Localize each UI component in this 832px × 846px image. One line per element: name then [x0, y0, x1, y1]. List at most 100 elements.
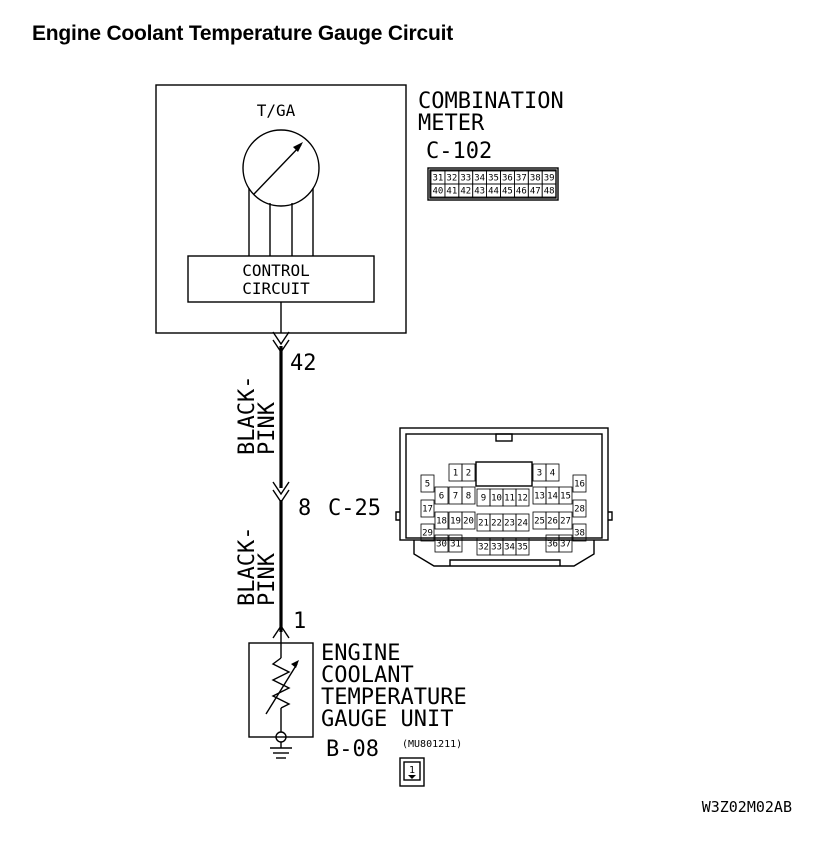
svg-text:32: 32	[478, 543, 489, 553]
c25-pin-22: 22	[489, 513, 504, 532]
sensor-part-number: (MU801211)	[402, 739, 462, 750]
figure-code: W3Z02M02AB	[702, 798, 792, 816]
svg-text:34: 34	[474, 174, 485, 184]
svg-text:23: 23	[504, 519, 515, 529]
c25-pin-19: 19	[448, 511, 463, 530]
c25-pin-38: 38	[572, 523, 587, 542]
c25-pin-8: 8	[461, 486, 476, 505]
svg-text:43: 43	[474, 187, 485, 197]
svg-text:5: 5	[425, 480, 430, 490]
c102-pin-33: 33	[458, 170, 474, 185]
meter-connector-code: C-102	[426, 139, 492, 164]
c102-pin-31: 31	[430, 170, 446, 185]
c102-pin-46: 46	[514, 183, 529, 198]
svg-text:19: 19	[450, 517, 461, 527]
svg-text:40: 40	[433, 187, 444, 197]
temperature-gauge-icon	[242, 129, 320, 207]
svg-text:31: 31	[450, 540, 461, 550]
svg-text:28: 28	[574, 505, 585, 515]
c25-pin-35: 35	[515, 537, 530, 556]
sensor-connector-code: B-08	[326, 737, 379, 762]
c102-pin-48: 48	[541, 183, 557, 198]
control-circuit-label-1: CONTROL	[242, 261, 309, 280]
svg-text:46: 46	[516, 187, 527, 197]
svg-text:3: 3	[537, 469, 542, 479]
coolant-temperature-gauge-unit	[248, 632, 314, 759]
lock-tab-icon	[408, 775, 416, 779]
svg-text:27: 27	[560, 517, 571, 527]
c102-pin-35: 35	[486, 170, 501, 185]
c102-pin-41: 41	[444, 183, 460, 198]
svg-text:37: 37	[560, 540, 571, 550]
svg-text:42: 42	[460, 187, 471, 197]
svg-text:48: 48	[544, 187, 555, 197]
svg-text:47: 47	[530, 187, 541, 197]
svg-text:26: 26	[547, 517, 558, 527]
svg-text:9: 9	[481, 494, 486, 504]
svg-text:18: 18	[436, 517, 447, 527]
c102-pin-43: 43	[472, 183, 488, 198]
svg-text:39: 39	[544, 174, 555, 184]
c102-pin-38: 38	[527, 170, 543, 185]
c25-pin-25: 25	[532, 511, 547, 530]
svg-text:36: 36	[547, 540, 558, 550]
c25-pin-23: 23	[502, 513, 517, 532]
c102-pin-37: 37	[514, 170, 529, 185]
c102-pin-39: 39	[541, 170, 557, 185]
svg-text:1: 1	[453, 469, 458, 479]
lower-wire-color-1: BLACK-	[235, 527, 260, 606]
c25-pin-29: 29	[420, 523, 435, 542]
c25-pin-5: 5	[420, 474, 435, 493]
svg-text:32: 32	[446, 174, 457, 184]
svg-text:2: 2	[466, 469, 471, 479]
c25-pin-31: 31	[448, 534, 463, 553]
c25-pin-16: 16	[572, 474, 587, 493]
c102-pin-44: 44	[486, 183, 501, 198]
c25-pin-20: 20	[461, 511, 476, 530]
svg-text:33: 33	[491, 543, 502, 553]
meter-name-line1: COMBINATION	[418, 89, 564, 114]
svg-text:20: 20	[463, 517, 474, 527]
c25-pin-12: 12	[515, 488, 530, 507]
pin-42-label: 42	[290, 351, 317, 376]
svg-text:4: 4	[550, 469, 555, 479]
sensor-name-line4: GAUGE UNIT	[321, 707, 453, 732]
upper-wire-color-1: BLACK-	[235, 376, 260, 455]
c102-pin-45: 45	[500, 183, 515, 198]
svg-text:14: 14	[547, 492, 558, 502]
svg-text:36: 36	[502, 174, 513, 184]
svg-text:16: 16	[574, 480, 585, 490]
svg-text:17: 17	[422, 505, 433, 515]
c25-pin-4: 4	[545, 463, 560, 482]
pin-8-label: 8	[298, 496, 311, 521]
c102-pin-32: 32	[444, 170, 460, 185]
c102-pin-36: 36	[500, 170, 515, 185]
svg-text:38: 38	[530, 174, 541, 184]
c25-pin-10: 10	[489, 488, 504, 507]
c25-pin-3: 3	[532, 463, 547, 482]
c25-pin-13: 13	[532, 486, 547, 505]
svg-text:7: 7	[453, 492, 458, 502]
c25-pin-2: 2	[461, 463, 476, 482]
c102-pin-40: 40	[430, 183, 446, 198]
c102-pin-42: 42	[458, 183, 474, 198]
b08-pin-1: 1	[409, 765, 415, 776]
c25-pin-1: 1	[448, 463, 463, 482]
svg-text:13: 13	[534, 492, 545, 502]
gauge-label: T/GA	[257, 101, 296, 120]
c25-pin-30: 30	[434, 534, 449, 553]
svg-text:37: 37	[516, 174, 527, 184]
svg-text:12: 12	[517, 494, 528, 504]
c25-pin-27: 27	[558, 511, 573, 530]
c25-pin-14: 14	[545, 486, 560, 505]
c25-pin-21: 21	[476, 513, 491, 532]
c25-pin-6: 6	[434, 486, 449, 505]
svg-text:34: 34	[504, 543, 515, 553]
svg-text:35: 35	[517, 543, 528, 553]
c25-pin-26: 26	[545, 511, 560, 530]
c102-pin-47: 47	[527, 183, 543, 198]
c25-pin-11: 11	[502, 488, 517, 507]
svg-text:29: 29	[422, 529, 433, 539]
gauge-needle-arrow-icon	[293, 142, 303, 152]
